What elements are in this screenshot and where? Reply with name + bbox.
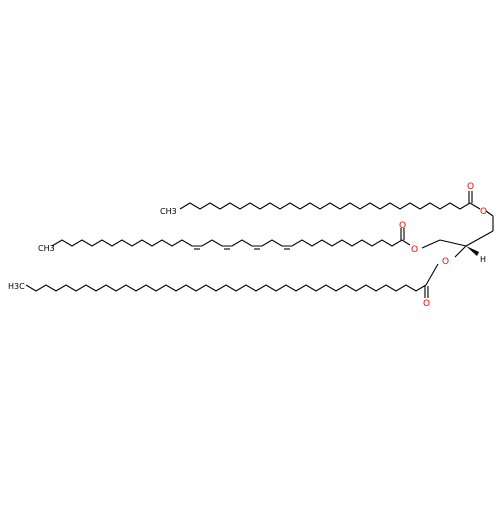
- glycerol-bond-1: [485, 210, 494, 217]
- glycerol-bond-6: [454, 245, 467, 258]
- chain-1-bonds: [179, 202, 471, 210]
- glycerol-bond-3: [465, 230, 494, 247]
- ester-oxygen-label-2: O: [411, 245, 418, 255]
- chain-2-bonds: [51, 239, 403, 247]
- ester-oxygen-label-1: O: [480, 207, 487, 217]
- chain-3-bonds: [25, 284, 427, 292]
- stereo-hydrogen-label: H: [480, 255, 486, 264]
- carbonyl-oxygen-label-1: O: [467, 182, 474, 192]
- chain-3-co-bond: [425, 263, 439, 286]
- glycerol-bond-4: [421, 239, 441, 249]
- methyl-label-1: CH3: [160, 207, 177, 216]
- methyl-label-3: H3C: [8, 282, 25, 291]
- chain-1-co-bond: [469, 202, 481, 210]
- carbonyl-oxygen-label-2: O: [399, 221, 406, 231]
- carbonyl-oxygen-label-3: O: [423, 299, 430, 309]
- glycerol-bond-5: [439, 239, 467, 247]
- ester-oxygen-label-3: O: [442, 257, 449, 267]
- stereo-wedge: [466, 246, 479, 256]
- chain-2-co-bond: [401, 239, 411, 246]
- methyl-label-2: CH3: [38, 244, 55, 253]
